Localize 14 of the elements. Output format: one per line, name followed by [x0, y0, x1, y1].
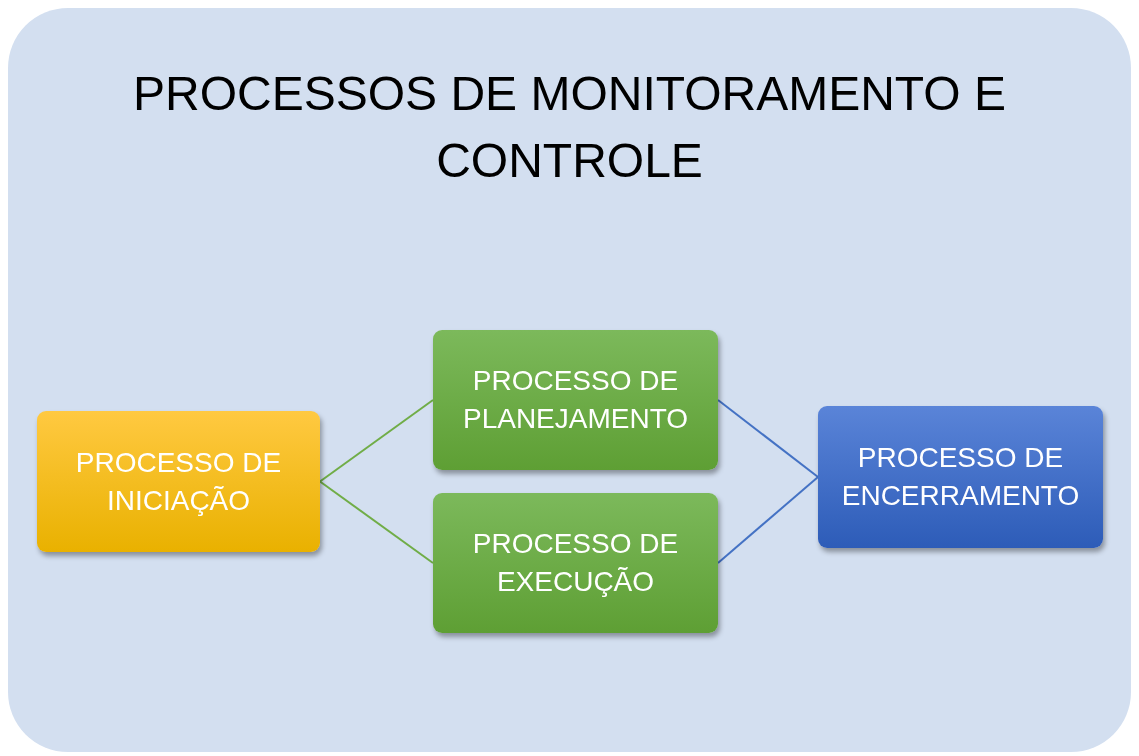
connector-line [717, 399, 819, 478]
connector-line [717, 476, 819, 564]
panel-heading: PROCESSOS DE MONITORAMENTO E CONTROLE [132, 66, 1007, 190]
process-label: PROCESSO DE INICIAÇÃO [74, 445, 283, 518]
process-box [818, 406, 1103, 548]
process-box [433, 330, 718, 470]
background-panel [8, 8, 1131, 752]
connector-line [319, 480, 434, 564]
process-label: PROCESSO DE EXECUÇÃO [471, 527, 680, 599]
process-label: PROCESSO DE PLANEJAMENTO [461, 364, 690, 436]
connector-line [319, 399, 434, 483]
process-box [37, 411, 320, 552]
process-label: PROCESSO DE ENCERRAMENTO [840, 441, 1081, 513]
process-box [433, 493, 718, 633]
